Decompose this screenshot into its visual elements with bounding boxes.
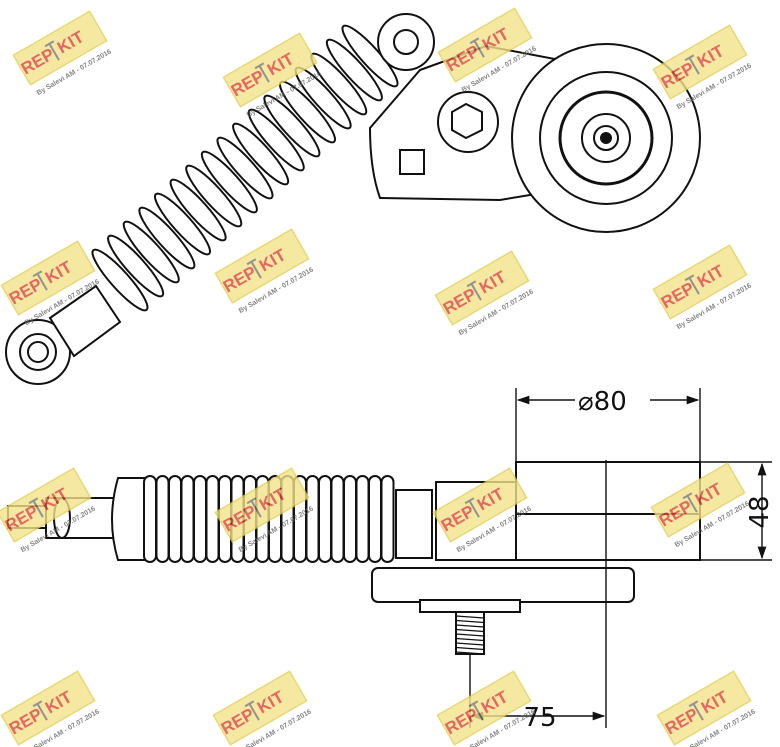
spring-coil bbox=[325, 38, 383, 102]
top-eye-inner bbox=[393, 29, 419, 55]
dimension-lines bbox=[469, 388, 772, 728]
housing bbox=[395, 489, 433, 559]
spring-coil bbox=[143, 475, 157, 563]
spring-coil bbox=[169, 178, 227, 242]
spring-coil bbox=[263, 94, 321, 158]
spring-coil bbox=[380, 475, 395, 563]
damper-cylinder bbox=[111, 477, 151, 561]
spring-coil bbox=[343, 475, 357, 563]
height-label: 48 bbox=[745, 495, 775, 528]
threaded-stud bbox=[455, 611, 485, 655]
spring-coil bbox=[91, 248, 149, 312]
diameter-label: ⌀80 bbox=[578, 387, 627, 417]
spring-coil bbox=[168, 475, 182, 563]
spring-coil bbox=[318, 475, 332, 563]
spring-coil bbox=[368, 475, 382, 563]
spring-coil bbox=[193, 475, 207, 563]
spring-coil bbox=[200, 150, 258, 214]
hex-boss bbox=[437, 91, 499, 153]
spring-coil bbox=[232, 122, 290, 186]
base-lip bbox=[419, 599, 521, 613]
offset-label: 75 bbox=[523, 703, 556, 733]
side-view bbox=[7, 461, 701, 655]
spring-coil bbox=[247, 108, 305, 172]
spring-coil bbox=[216, 136, 274, 200]
spring-coil bbox=[122, 220, 180, 284]
spring-coil bbox=[205, 475, 220, 563]
bottom-eye-hole bbox=[27, 341, 49, 363]
spring-coil bbox=[330, 475, 345, 563]
spring-coil bbox=[305, 475, 320, 563]
spring-coil bbox=[355, 475, 370, 563]
coil-spring-top bbox=[91, 24, 399, 312]
pulley-center bbox=[600, 132, 612, 144]
spring-coil bbox=[155, 475, 170, 563]
damper-body bbox=[48, 284, 122, 358]
spring-coil bbox=[107, 234, 165, 298]
spring-coil bbox=[138, 206, 196, 270]
spring-coil bbox=[341, 24, 399, 88]
square-slot bbox=[399, 149, 425, 175]
top-view bbox=[5, 13, 701, 385]
spring-coil bbox=[185, 164, 243, 228]
spring-coil bbox=[153, 192, 212, 256]
base-plate bbox=[371, 567, 635, 603]
spring-coil bbox=[180, 475, 195, 563]
hex-nut bbox=[451, 102, 483, 140]
